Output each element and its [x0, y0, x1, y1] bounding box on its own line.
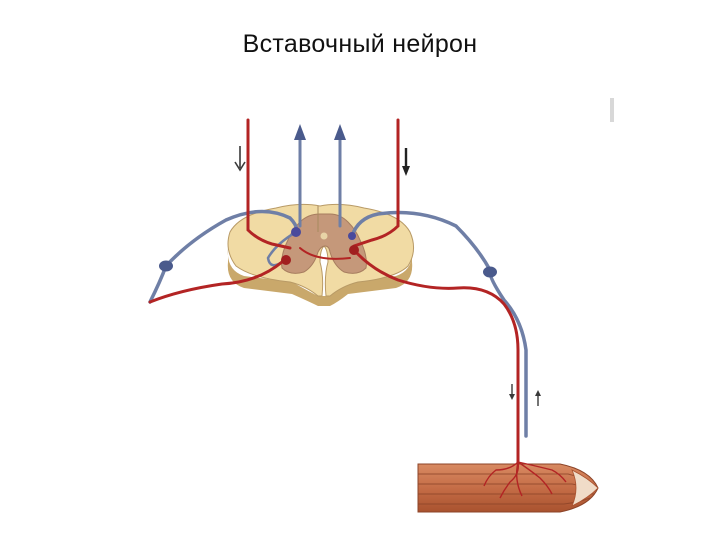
- arrow-up-icon: [535, 390, 541, 406]
- muscle: [417, 461, 599, 513]
- arrow-down-icon: [402, 148, 410, 176]
- direction-arrows: [234, 124, 541, 406]
- left-motor-neuron: [281, 255, 291, 265]
- arrow-up-icon: [334, 124, 346, 140]
- right-motor-fiber: [352, 248, 520, 464]
- tendon: [571, 469, 599, 507]
- edge-mark: [610, 98, 614, 122]
- slide-title: Вставочный нейрон: [242, 30, 478, 58]
- central-canal: [320, 232, 328, 240]
- neuron-bodies: [159, 227, 497, 278]
- right-motor-neuron: [349, 245, 359, 255]
- right-descending-fiber: [352, 118, 400, 248]
- spinal-cord-section: [227, 203, 414, 306]
- interneuron-connection: [299, 247, 351, 260]
- arrow-down-icon: [509, 384, 515, 400]
- left-sensory-terminal: [291, 227, 301, 237]
- arrow-down-icon: [234, 146, 246, 172]
- left-sensory-fiber: [148, 209, 299, 304]
- spinal-cord-side: [227, 248, 413, 306]
- motor-endplates: [483, 461, 567, 499]
- right-ganglion-neuron: [483, 266, 497, 278]
- left-motor-fiber: [148, 260, 284, 304]
- arrow-up-icon: [294, 124, 306, 140]
- motor-fibers: [148, 118, 520, 464]
- right-sensory-terminal: [348, 232, 356, 240]
- left-descending-fiber: [246, 118, 292, 250]
- left-ganglion-neuron: [159, 260, 173, 272]
